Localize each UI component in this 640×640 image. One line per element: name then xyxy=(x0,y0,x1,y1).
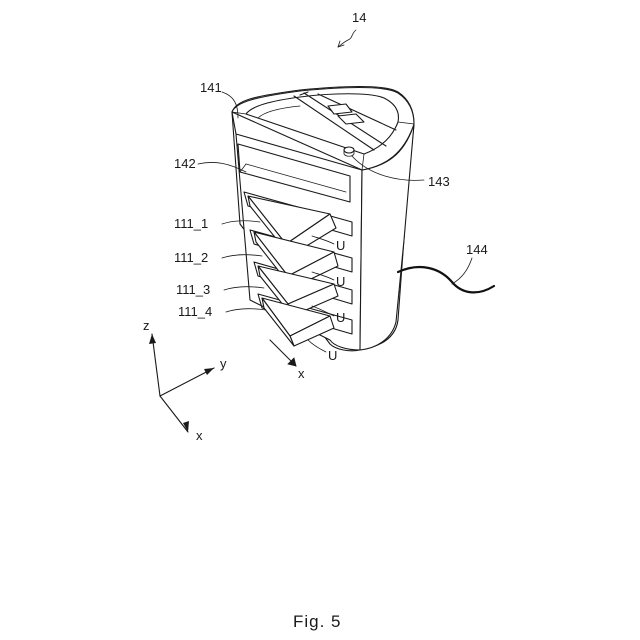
label-111-2: 111_2 xyxy=(174,250,208,265)
label-142: 142 xyxy=(174,156,196,171)
label-local-x: x xyxy=(298,366,305,381)
figure-caption: Fig. 5 xyxy=(293,612,342,631)
cable-144 xyxy=(398,267,494,292)
label-144: 144 xyxy=(466,242,488,257)
axes-triad xyxy=(149,334,214,432)
axis-y-label: y xyxy=(220,356,227,371)
ref-14-label: 14 xyxy=(352,10,366,25)
label-u-1: U xyxy=(336,238,345,253)
label-141: 141 xyxy=(200,80,222,95)
label-u-2: U xyxy=(336,274,345,289)
label-u-3: U xyxy=(336,310,345,325)
label-u-4: U xyxy=(328,348,337,363)
leader-144 xyxy=(452,258,472,284)
label-111-1: 111_1 xyxy=(174,216,208,231)
axis-z-label: z xyxy=(143,318,150,333)
label-111-3: 111_3 xyxy=(176,282,210,297)
ref-14-arrow xyxy=(338,30,356,47)
leader-111-4 xyxy=(226,309,266,312)
axis-x-label: x xyxy=(196,428,203,443)
leader-u-4 xyxy=(308,340,326,352)
label-111-4: 111_4 xyxy=(178,304,212,319)
label-143: 143 xyxy=(428,174,450,189)
